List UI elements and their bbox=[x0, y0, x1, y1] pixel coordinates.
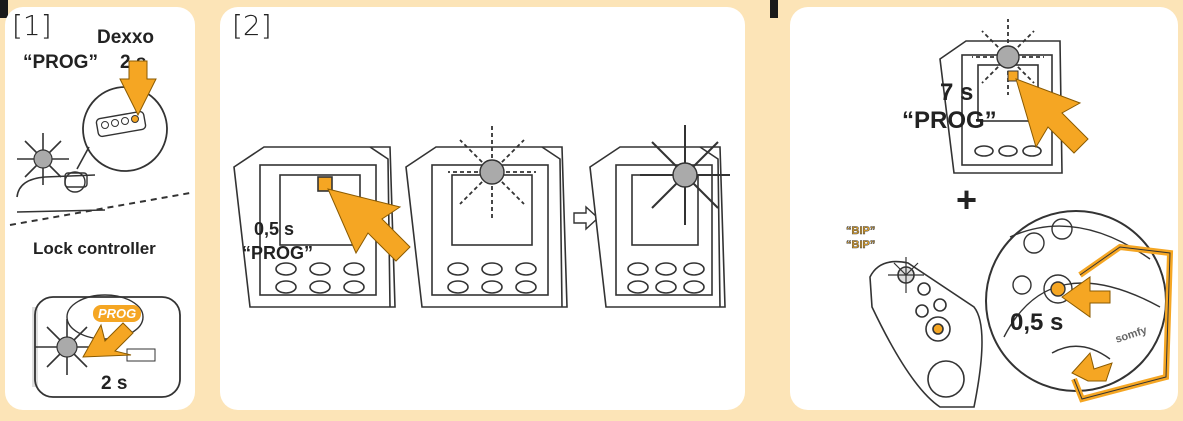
corner-tab-right bbox=[770, 0, 778, 18]
hold-prog-label: “PROG” bbox=[902, 107, 997, 134]
lock-controller-title: Lock controller bbox=[33, 239, 156, 258]
dexxo-prog-label: “PROG” bbox=[23, 52, 98, 73]
box-sequence-illustration bbox=[233, 125, 730, 308]
dexxo-illustration bbox=[9, 60, 191, 398]
bip-label-2: “BIP” bbox=[846, 239, 876, 252]
dexxo-title: Dexxo bbox=[97, 27, 155, 48]
remote-press-time: 0,5 s bbox=[1010, 309, 1064, 336]
hand-pointer-icon bbox=[1061, 276, 1113, 382]
press-time: 0,5 s bbox=[254, 219, 295, 239]
step-1-number: [1] bbox=[12, 9, 52, 42]
hand-pointer-icon bbox=[82, 322, 134, 358]
hand-pointer-icon bbox=[327, 188, 411, 262]
remote-pairing-illustration bbox=[869, 19, 1174, 408]
lock-prog-button-label: PROG bbox=[93, 305, 142, 322]
plus-icon: + bbox=[956, 179, 978, 220]
corner-tab-left bbox=[0, 0, 8, 18]
arrow-right-icon bbox=[573, 205, 600, 231]
step-2-panel: [2] bbox=[220, 7, 745, 410]
bip-label-1: “BIP” bbox=[846, 225, 876, 238]
hand-pointer-icon bbox=[1015, 78, 1089, 154]
flash-light-icon bbox=[972, 19, 1044, 95]
lock-time: 2 s bbox=[101, 373, 128, 394]
step-2-number: [2] bbox=[232, 9, 272, 42]
flash-light-icon bbox=[888, 257, 924, 293]
step-3-panel: 7 s “PROG” + “BIP” “BIP” 0,5 s somfy bbox=[790, 7, 1178, 410]
step-1-panel: [1] Dexxo “PROG” 2 s bbox=[5, 7, 195, 410]
hold-time: 7 s bbox=[940, 79, 974, 106]
hand-pointer-icon bbox=[119, 60, 157, 117]
press-prog-label: “PROG” bbox=[242, 243, 314, 263]
